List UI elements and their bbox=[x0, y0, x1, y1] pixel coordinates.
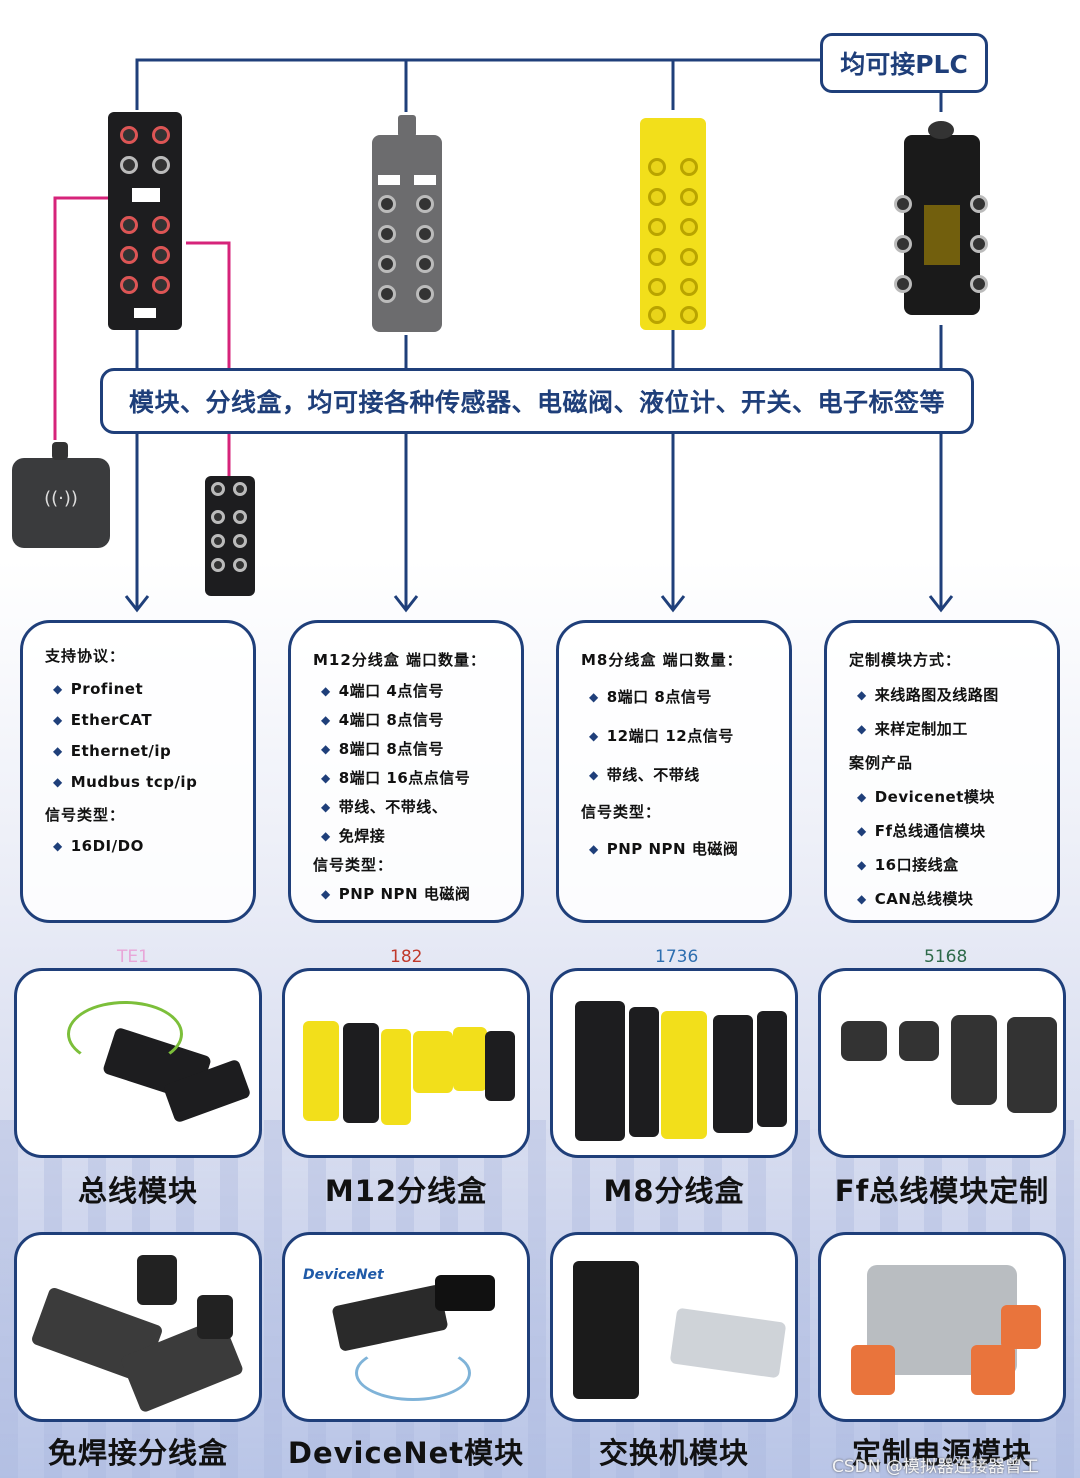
card-subtitle: 信号类型： bbox=[45, 806, 126, 824]
card-bus-module: 支持协议： Profinet EtherCAT Ethernet/ip Mudb… bbox=[20, 620, 256, 923]
card-item: Mudbus tcp/ip bbox=[53, 773, 253, 791]
card-item: 16DI/DO bbox=[53, 837, 253, 855]
card-title: M8分线盒 端口数量： bbox=[581, 651, 743, 669]
photo-bus-module bbox=[14, 968, 262, 1158]
card-item: 带线、不带线、 bbox=[321, 796, 521, 817]
bus-module-image bbox=[108, 112, 182, 330]
photo-ff-module bbox=[818, 968, 1066, 1158]
card-item: 免焊接 bbox=[321, 825, 521, 846]
card-m8: M8分线盒 端口数量： 8端口 8点信号 12端口 12点信号 带线、不带线 信… bbox=[556, 620, 792, 923]
card-item: 12端口 12点信号 bbox=[589, 725, 789, 746]
card-subtitle: 信号类型： bbox=[313, 856, 394, 874]
photo-switch-module bbox=[550, 1232, 798, 1422]
card-item: PNP NPN 电磁阀 bbox=[589, 838, 789, 859]
card-subtitle: 信号类型： bbox=[581, 803, 662, 821]
product-number: 5168 bbox=[924, 947, 968, 967]
devicenet-logo: DeviceNet bbox=[303, 1267, 384, 1283]
small-io-module-image bbox=[205, 476, 255, 596]
card-item: CAN总线模块 bbox=[857, 888, 1057, 909]
card-item: 4端口 4点信号 bbox=[321, 680, 521, 701]
m8-junction-box-image bbox=[640, 118, 706, 330]
rfid-reader-image: ((·)) bbox=[12, 442, 110, 548]
m12-junction-box-image bbox=[372, 115, 442, 332]
card-item: 来样定制加工 bbox=[857, 718, 1057, 739]
product-number: TE1 bbox=[117, 947, 149, 967]
product-number: 1736 bbox=[655, 947, 699, 967]
plc-label: 均可接PLC bbox=[820, 33, 988, 93]
capability-banner: 模块、分线盒，均可接各种传感器、电磁阀、液位计、开关、电子标签等 bbox=[100, 368, 974, 434]
watermark: CSDN @模拟器连接器曾工 bbox=[832, 1457, 1039, 1477]
card-item: 4端口 8点信号 bbox=[321, 709, 521, 730]
connection-lines bbox=[53, 58, 954, 613]
product-number: 182 bbox=[390, 947, 423, 967]
card-item: Ethernet/ip bbox=[53, 742, 253, 760]
card-item: 8端口 16点点信号 bbox=[321, 767, 521, 788]
photo-devicenet: DeviceNet bbox=[282, 1232, 530, 1422]
card-item: EtherCAT bbox=[53, 711, 253, 729]
card-title: 支持协议： bbox=[45, 647, 126, 665]
photo-m12-box bbox=[282, 968, 530, 1158]
card-item: 来线路图及线路图 bbox=[857, 684, 1057, 705]
card-item: Ff总线通信模块 bbox=[857, 820, 1057, 841]
photo-power-module bbox=[818, 1232, 1066, 1422]
card-item: PNP NPN 电磁阀 bbox=[321, 883, 521, 904]
caption-m8-box: M8分线盒 bbox=[603, 1174, 745, 1208]
card-item: 8端口 8点信号 bbox=[321, 738, 521, 759]
caption-solderless-box: 免焊接分线盒 bbox=[47, 1436, 228, 1470]
caption-power-module: 定制电源模块 bbox=[851, 1436, 1032, 1470]
caption-devicenet: DeviceNet模块 bbox=[287, 1436, 525, 1470]
photo-solderless-box bbox=[14, 1232, 262, 1422]
card-subtitle: 案例产品 bbox=[849, 754, 914, 772]
card-title: 定制模块方式： bbox=[849, 651, 962, 669]
ff-bus-module-image bbox=[894, 121, 988, 315]
photo-m8-box bbox=[550, 968, 798, 1158]
card-item: Profinet bbox=[53, 680, 253, 698]
card-item: 16口接线盒 bbox=[857, 854, 1057, 875]
caption-ff-module: Ff总线模块定制 bbox=[834, 1174, 1050, 1208]
caption-switch-module: 交换机模块 bbox=[598, 1436, 749, 1470]
caption-bus-module: 总线模块 bbox=[77, 1174, 198, 1208]
card-item: Devicenet模块 bbox=[857, 786, 1057, 807]
card-m12: M12分线盒 端口数量： 4端口 4点信号 4端口 8点信号 8端口 8点信号 … bbox=[288, 620, 524, 923]
card-title: M12分线盒 端口数量： bbox=[313, 651, 487, 669]
caption-m12-box: M12分线盒 bbox=[324, 1174, 488, 1208]
rfid-wave-icon: ((·)) bbox=[44, 488, 78, 509]
card-item: 8端口 8点信号 bbox=[589, 686, 789, 707]
card-item: 带线、不带线 bbox=[589, 764, 789, 785]
card-custom: 定制模块方式： 来线路图及线路图 来样定制加工 案例产品 Devicenet模块… bbox=[824, 620, 1060, 923]
